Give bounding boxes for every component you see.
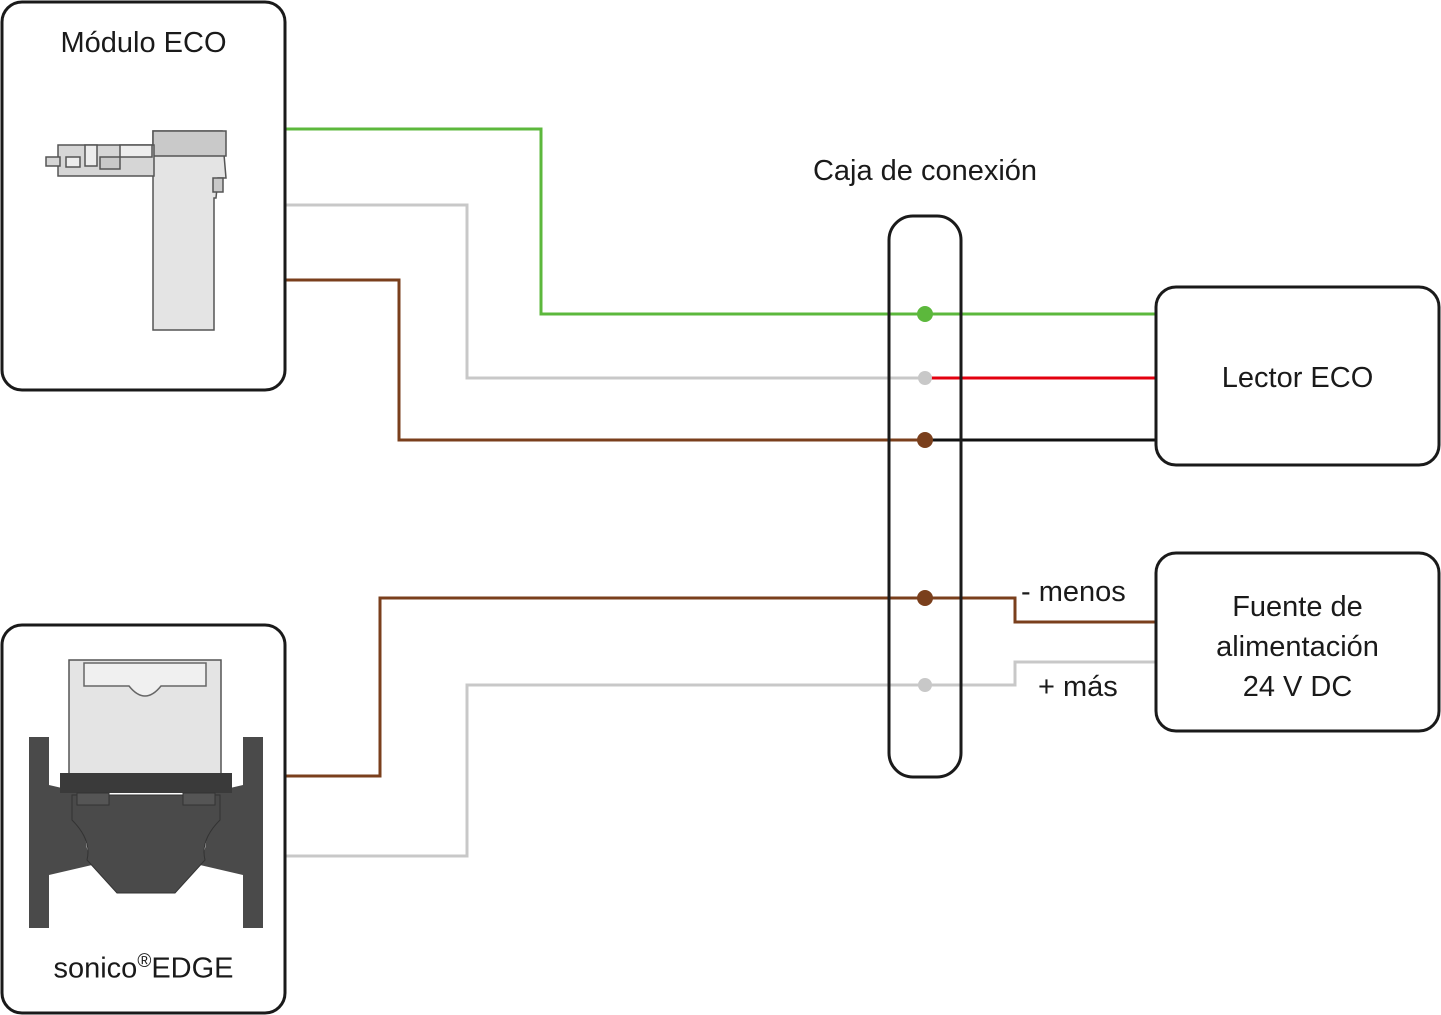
- terminal-gray-top: [918, 371, 932, 385]
- power-supply-line1: Fuente de: [1232, 591, 1363, 623]
- wire-green-eco-to-box: [286, 127, 925, 316]
- wire-brown-eco-to-box: [286, 278, 925, 442]
- wire-gray-eco-to-box: [286, 203, 925, 380]
- power-supply-title: Fuente de alimentación 24 V DC: [1156, 587, 1439, 707]
- sonico-edge-title: sonico®EDGE: [2, 949, 285, 989]
- wire-label-plus: + más: [1038, 671, 1118, 703]
- eco-reader-box: [1154, 285, 1441, 467]
- wire-label-minus: - menos: [1021, 576, 1126, 608]
- junction-box-title: Caja de conexión: [812, 155, 1038, 187]
- eco-module-device-icon: [45, 130, 227, 331]
- terminal-brown-bottom: [917, 590, 933, 606]
- wire-gray-sonico-to-box: [286, 683, 925, 858]
- power-supply-line3: 24 V DC: [1242, 671, 1353, 703]
- terminal-brown-top: [917, 432, 933, 448]
- power-supply-box: [1154, 551, 1441, 733]
- registered-mark: ®: [137, 951, 152, 972]
- eco-reader-title: Lector ECO: [1221, 362, 1374, 394]
- junction-box: [887, 214, 963, 779]
- sonico-edge-title-main: sonico: [53, 952, 138, 985]
- eco-module-title: Módulo ECO: [60, 27, 227, 59]
- wire-brown-sonico-to-box: [286, 596, 925, 778]
- terminal-green: [917, 306, 933, 322]
- wire-gray-box-to-power: [925, 660, 1157, 687]
- terminal-gray-bottom: [918, 678, 932, 692]
- power-supply-line2: alimentación: [1216, 631, 1379, 663]
- sonico-edge-device-icon: [29, 659, 263, 928]
- wire-brown-box-to-power: [925, 596, 1157, 624]
- sonico-edge-title-tail: EDGE: [151, 952, 234, 985]
